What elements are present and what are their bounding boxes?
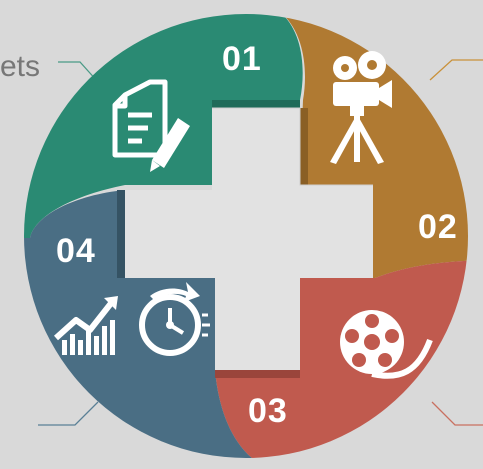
connector-line-01 — [58, 61, 99, 83]
segment-number-01: 01 — [222, 40, 262, 78]
fold-shadow-03 — [215, 370, 300, 378]
connector-line-04 — [38, 401, 99, 426]
fold-shadow-01 — [212, 100, 300, 108]
growth-chart-stopwatch-icon — [53, 282, 210, 356]
connector-line-02 — [429, 59, 483, 81]
film-reel-icon — [340, 310, 433, 379]
movie-camera-icon — [330, 51, 392, 164]
segment-number-04: 04 — [56, 232, 96, 270]
segment-number-03: 03 — [248, 392, 288, 430]
segment-number-02: 02 — [418, 208, 458, 246]
connector-line-03 — [431, 401, 483, 426]
document-pen-icon — [112, 79, 190, 172]
partial-heading-text: ets — [0, 50, 41, 83]
fold-shadow-04 — [117, 190, 125, 278]
center-cross — [125, 108, 373, 370]
